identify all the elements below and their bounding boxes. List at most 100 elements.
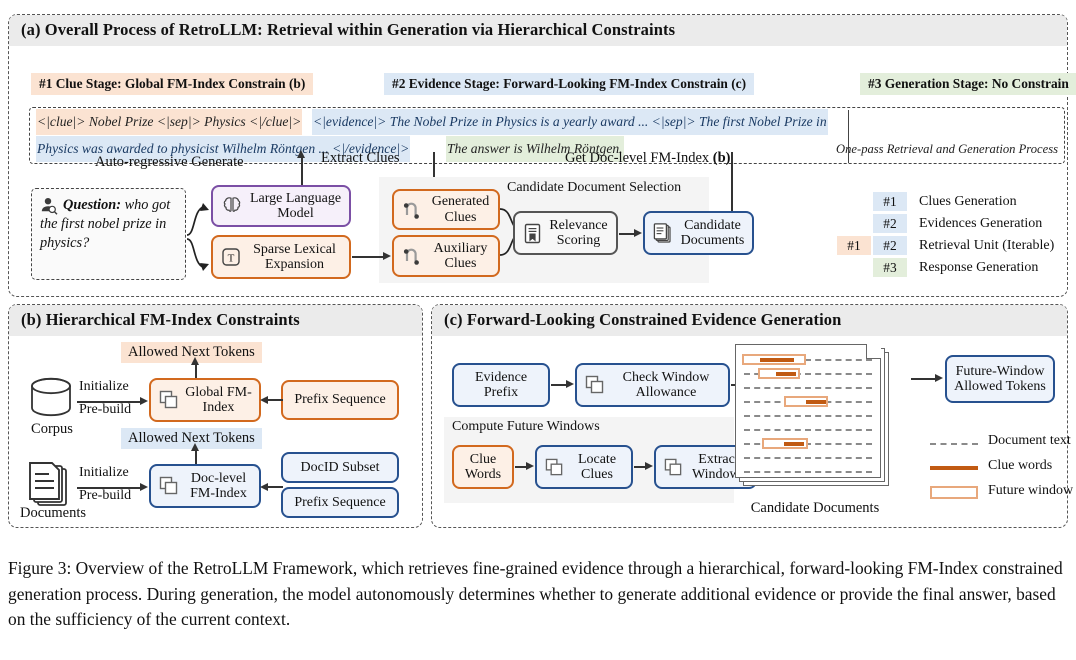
edge-sparse-to-auxiliary-line (352, 256, 384, 258)
database-icon (27, 377, 75, 421)
bookmark-doc-icon (523, 223, 542, 244)
legend-row: Clue words (930, 455, 1070, 480)
panel-c-legend: Document text Clue words Future window (930, 430, 1073, 505)
node-label-evidence-prefix: Evidence Prefix (474, 369, 528, 400)
edge-docindex-vline (731, 152, 733, 247)
edge-prefix-top-line (267, 399, 283, 401)
edge-label-docindex: Get Doc-level FM-Index (b) (565, 150, 731, 166)
node-large-language-model: Large Language Model (211, 185, 351, 227)
clue-word-mark (784, 441, 804, 446)
allowed-next-tokens-doclevel: Allowed Next Tokens (121, 428, 262, 449)
legend-tag: #2 (873, 236, 907, 255)
legend-tag: #1 (873, 192, 907, 211)
legend-key-future-window (930, 486, 978, 499)
node-docid-subset: DocID Subset (281, 452, 399, 483)
node-relevance-scoring: Relevance Scoring (513, 211, 618, 255)
sequence-clue-segment: <|clue|> Nobel Prize <|sep|> Physics <|/… (36, 109, 303, 135)
edge-locate-to-extract-arrow (645, 462, 653, 470)
stage-chip-row: #1 Clue Stage: Global FM-Index Constrain… (9, 73, 1076, 97)
legend-key-document-text (930, 443, 978, 445)
edge-docs-to-tokens-arrow (935, 374, 943, 382)
doc-sheet-front (735, 344, 881, 478)
edge-label-prebuild-corpus: Pre-build (79, 402, 132, 417)
question-text: Question: who got the first nobel prize … (40, 197, 171, 251)
question-box: Question: who got the first nobel prize … (31, 188, 186, 280)
legend-text: Document text (988, 433, 1071, 448)
edge-global-tokens-arrow (190, 357, 199, 365)
legend-text: Clue words (988, 458, 1053, 473)
user-search-icon (40, 197, 58, 215)
magnet-clue-icon (402, 200, 424, 220)
label-candidate-documents-illustration: Candidate Documents (750, 500, 880, 516)
allowed-next-tokens-global: Allowed Next Tokens (121, 342, 262, 363)
edge-label-extract-clues: Extract Clues (321, 150, 400, 166)
edge-prefix-to-check-arrow (566, 380, 574, 388)
edge-docs-to-tokens-line (911, 378, 936, 380)
node-prefix-sequence-top: Prefix Sequence (281, 380, 399, 420)
node-label-prefix-sequence-bottom: Prefix Sequence (294, 494, 386, 510)
legend-row: #3 Response Generation (837, 257, 1063, 279)
doc-text-line (744, 443, 872, 445)
node-label-clue-words: Clue Words (464, 451, 502, 482)
edge-autoregressive-arrow (296, 150, 305, 158)
sequence-evidence-segment: <|evidence|> The Nobel Prize in Physics … (312, 109, 828, 135)
node-candidate-documents: Candidate Documents (643, 211, 754, 255)
sequence-line-2: Physics was awarded to physicist Wilhelm… (30, 136, 1064, 164)
brain-icon (221, 195, 243, 217)
edge-label-initialize-documents: Initialize (79, 465, 129, 480)
edge-prefix-bottom-arrow (260, 482, 268, 491)
node-future-window-allowed-tokens: Future-Window Allowed Tokens (945, 355, 1055, 403)
clue-word-mark (806, 399, 826, 404)
doc-text-line (744, 387, 872, 389)
sequence-divider (848, 110, 849, 163)
node-evidence-prefix: Evidence Prefix (452, 363, 550, 407)
question-split-connector (186, 203, 209, 271)
node-label-auxiliary-clues: Auxiliary Clues (433, 240, 488, 271)
node-label-generated-clues: Generated Clues (431, 194, 490, 225)
node-check-window-allowance: Check Window Allowance (575, 363, 730, 407)
legend-text: Response Generation (919, 260, 1039, 275)
legend-row: #1 #2 Retrieval Unit (Iterable) (837, 235, 1063, 257)
edge-documents-arrow (140, 483, 148, 491)
edge-cluewords-arrow (526, 462, 534, 470)
node-doc-level-fm-index: Doc-level FM-Index (149, 464, 261, 508)
sequence-answer-segment: The answer is Wilhelm Röntgen. (446, 136, 624, 162)
node-sparse-lexical-expansion: T Sparse Lexical Expansion (211, 235, 351, 279)
doc-text-line (744, 471, 872, 473)
legend-text: Clues Generation (919, 194, 1017, 209)
node-label-candidate-documents: Candidate Documents (680, 217, 745, 248)
edge-sparse-to-auxiliary-arrow (383, 252, 391, 260)
node-label-future-window-tokens: Future-Window Allowed Tokens (954, 363, 1046, 394)
edge-cluewords-line (515, 466, 527, 468)
index-layers-icon (159, 390, 179, 410)
edge-corpus-arrow (140, 397, 148, 405)
edge-label-initialize-corpus: Initialize (79, 379, 129, 394)
generated-sequence-box: <|clue|> Nobel Prize <|sep|> Physics <|/… (29, 107, 1065, 164)
panel-a-legend: #1 Clues Generation #2 Evidences Generat… (837, 191, 1063, 279)
node-prefix-sequence-bottom: Prefix Sequence (281, 487, 399, 518)
node-label-doc-level-fm-index: Doc-level FM-Index (190, 470, 247, 501)
node-label-prefix-sequence-top: Prefix Sequence (294, 392, 386, 408)
doc-text-line (744, 457, 872, 459)
clue-word-mark (760, 357, 794, 362)
edge-locate-to-extract-line (634, 466, 646, 468)
sequence-evidence-segment-cont: Physics was awarded to physicist Wilhelm… (36, 136, 411, 162)
legend-tag: #1 (837, 236, 871, 255)
legend-row: #2 Evidences Generation (837, 213, 1063, 235)
edge-prefix-top-arrow (260, 395, 268, 404)
magnet-clue-icon (402, 246, 424, 266)
panel-c-title: (c) Forward-Looking Constrained Evidence… (432, 305, 1067, 336)
doc-folded-corner (866, 344, 881, 359)
panel-a-overall-process: (a) Overall Process of RetroLLM: Retriev… (8, 14, 1076, 297)
region-title-candidate-selection: Candidate Document Selection (507, 180, 682, 195)
edge-label-prebuild-documents: Pre-build (79, 488, 132, 503)
legend-tag: #2 (873, 214, 907, 233)
node-label-global-fm-index: Global FM-Index (185, 384, 252, 415)
node-label-docid-subset: DocID Subset (300, 459, 380, 475)
node-generated-clues: Generated Clues (392, 189, 500, 230)
label-corpus: Corpus (31, 421, 73, 437)
legend-row: #1 Clues Generation (837, 191, 1063, 213)
node-auxiliary-clues: Auxiliary Clues (392, 235, 500, 277)
figure-caption: Figure 3: Overview of the RetroLLM Frame… (8, 558, 1063, 630)
